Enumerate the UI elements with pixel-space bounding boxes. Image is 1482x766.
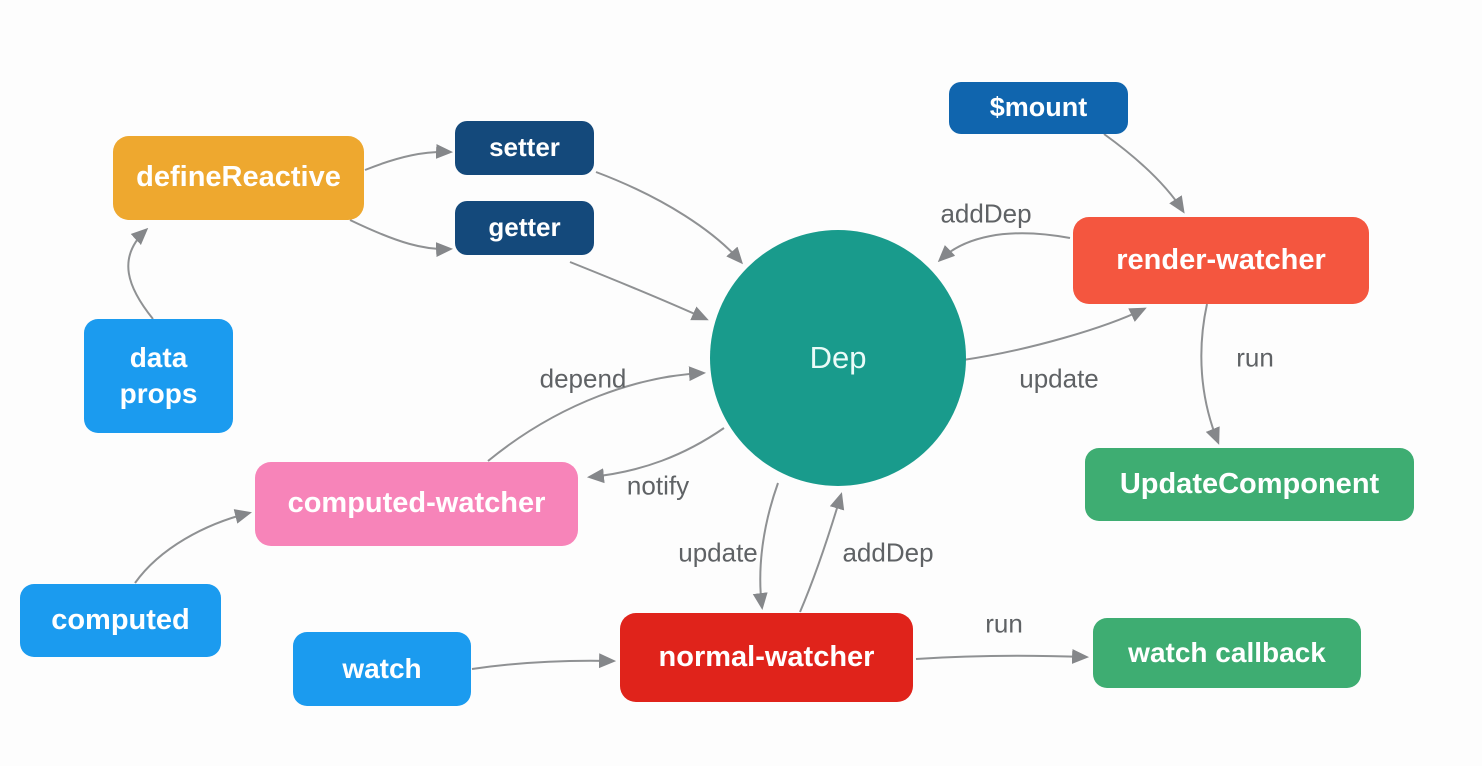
edge-dep-to-computed-watcher-arrow — [586, 427, 725, 484]
node-mount-label: $mount — [989, 92, 1088, 123]
node-mount: $mount — [949, 82, 1128, 134]
node-update-component-label: UpdateComponent — [1119, 467, 1380, 500]
node-define-reactive-label: defineReactive — [136, 161, 341, 194]
edge-mount-to-render-watcher-arrow — [1103, 133, 1185, 214]
node-data-props: data props — [84, 319, 233, 433]
edge-render-watcher-to-dep-arrow — [937, 232, 1071, 263]
edge-label-adddep-top: addDep — [940, 198, 1032, 229]
edge-label-notify: notify — [626, 470, 690, 501]
node-define-reactive: defineReactive — [113, 136, 364, 220]
edge-label-update-bottom: update — [678, 537, 758, 568]
edge-label-depend: depend — [539, 363, 627, 394]
node-render-watcher: render-watcher — [1073, 217, 1369, 304]
edge-setter-to-dep-arrow — [595, 171, 744, 265]
node-getter-label: getter — [488, 212, 561, 243]
edge-define-reactive-to-setter-arrow — [364, 143, 454, 171]
edge-label-run-bottom: run — [985, 608, 1023, 639]
node-data-props-label: data props — [119, 341, 198, 409]
edge-dep-to-normal-watcher-arrow — [752, 482, 779, 611]
node-update-component: UpdateComponent — [1085, 448, 1414, 521]
node-computed-label: computed — [51, 603, 190, 636]
node-setter-label: setter — [489, 132, 560, 163]
node-setter: setter — [455, 121, 594, 175]
edge-watch-to-normal-watcher-arrow — [471, 653, 617, 670]
edge-normal-watcher-to-dep-arrow — [799, 492, 845, 613]
edge-computed-to-computed-watcher-arrow — [134, 509, 252, 584]
node-watch-label: watch — [342, 652, 422, 684]
node-watch-callback: watch callback — [1093, 618, 1361, 688]
edge-label-update-right: update — [1019, 363, 1099, 394]
edge-getter-to-dep-arrow — [569, 261, 709, 321]
node-computed-watcher: computed-watcher — [255, 462, 578, 546]
node-dep: Dep — [710, 230, 966, 486]
node-render-watcher-label: render-watcher — [1116, 243, 1326, 276]
node-normal-watcher: normal-watcher — [620, 613, 913, 702]
node-dep-label: Dep — [809, 339, 867, 375]
edge-data-props-to-define-reactive-arrow — [127, 227, 154, 320]
edge-normal-watcher-to-watch-callback-arrow — [915, 649, 1090, 664]
edge-define-reactive-to-getter-arrow — [349, 219, 454, 258]
node-computed-watcher-label: computed-watcher — [287, 487, 546, 520]
node-normal-watcher-label: normal-watcher — [658, 640, 875, 673]
node-watch: watch — [293, 632, 471, 706]
node-computed: computed — [20, 584, 221, 657]
edge-label-run-right: run — [1236, 342, 1274, 373]
edge-computed-watcher-to-dep-arrow — [487, 366, 707, 462]
node-watch-callback-label: watch callback — [1128, 636, 1326, 668]
edge-render-watcher-to-update-component-arrow — [1200, 303, 1220, 445]
edge-label-adddep-bottom: addDep — [842, 537, 934, 568]
node-getter: getter — [455, 201, 594, 255]
edge-dep-to-render-watcher-arrow — [962, 307, 1147, 361]
